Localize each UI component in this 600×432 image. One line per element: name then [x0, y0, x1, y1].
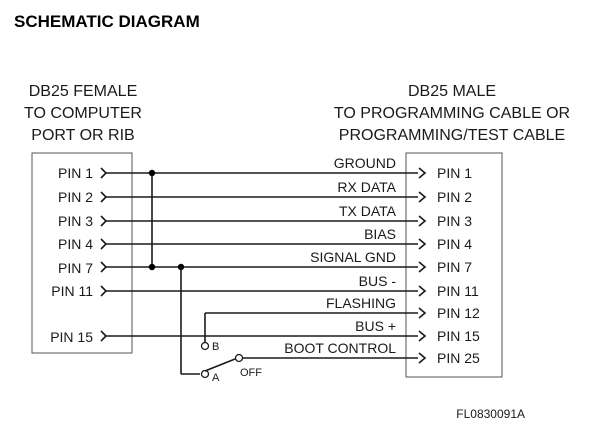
switch-label-off: OFF — [240, 367, 262, 379]
left-pin-3-label: PIN 3 — [58, 213, 93, 229]
left-header-line-1: DB25 FEMALE — [29, 83, 137, 100]
right-pin-11-contact — [418, 285, 427, 297]
signal-bias-label: BIAS — [364, 226, 396, 242]
db25-male-connector — [405, 152, 503, 378]
right-header-line-3: PROGRAMMING/TEST CABLE — [339, 127, 565, 144]
left-pin-1-label: PIN 1 — [58, 165, 93, 181]
signal-signal-gnd-label: SIGNAL GND — [310, 249, 396, 265]
switch-label-a: A — [212, 372, 220, 384]
diagram-title: SCHEMATIC DIAGRAM — [14, 12, 200, 31]
right-pin-11-label: PIN 11 — [437, 283, 479, 299]
junction-ground-pin1 — [148, 169, 156, 177]
right-pin-1-label: PIN 1 — [437, 165, 472, 181]
left-pin-3-contact — [100, 215, 108, 227]
left-pin-2-label: PIN 2 — [58, 189, 93, 205]
left-header-line-3: PORT OR RIB — [31, 127, 134, 144]
left-pin-4-contact — [100, 238, 108, 250]
left-header-line-2: TO COMPUTER — [24, 105, 142, 122]
right-pin-15-label: PIN 15 — [437, 328, 480, 344]
signal-bus-plus-label: BUS + — [355, 318, 396, 334]
left-pin-7-contact — [100, 261, 108, 273]
left-pin-7-label: PIN 7 — [58, 260, 93, 276]
left-pin-15-contact — [100, 330, 108, 342]
left-pin-11-label: PIN 11 — [51, 283, 93, 299]
junction-ground-pin7 — [148, 263, 156, 271]
db25-female-connector — [31, 152, 133, 354]
right-pin-7-contact — [418, 261, 427, 273]
right-pin-25-label: PIN 25 — [437, 350, 480, 366]
left-pin-1-contact — [100, 167, 108, 179]
right-pin-7-label: PIN 7 — [437, 259, 472, 275]
right-pin-1-contact — [418, 167, 427, 179]
left-pin-2-contact — [100, 191, 108, 203]
signal-tx-data-label: TX DATA — [339, 203, 397, 219]
left-pin-4-label: PIN 4 — [58, 236, 93, 252]
right-pin-3-contact — [418, 215, 427, 227]
right-header-line-1: DB25 MALE — [408, 83, 496, 100]
right-pin-4-contact — [418, 238, 427, 250]
figure-code: FL0830091A — [456, 407, 525, 421]
right-pin-3-label: PIN 3 — [437, 213, 472, 229]
switch-contact-a — [200, 369, 210, 379]
right-pin-4-label: PIN 4 — [437, 236, 472, 252]
switch-blade — [204, 358, 236, 372]
left-pin-11-contact — [100, 285, 108, 297]
left-pin-15-label: PIN 15 — [50, 329, 93, 345]
switch-label-b: B — [212, 341, 219, 353]
right-pin-25-contact — [418, 352, 427, 364]
right-pin-2-contact — [418, 191, 427, 203]
signal-flashing-label: FLASHING — [326, 295, 396, 311]
right-header-line-2: TO PROGRAMMING CABLE OR — [334, 105, 570, 122]
signal-rx-data-label: RX DATA — [337, 179, 396, 195]
switch-contact-b — [200, 341, 210, 351]
right-pin-2-label: PIN 2 — [437, 189, 472, 205]
right-pin-12-contact — [418, 307, 427, 319]
right-pin-12-label: PIN 12 — [437, 305, 480, 321]
switch-contact-off — [234, 353, 244, 363]
signal-ground-label: GROUND — [334, 155, 396, 171]
signal-bus-minus-label: BUS - — [359, 273, 397, 289]
signal-boot-control-label: BOOT CONTROL — [284, 340, 396, 356]
right-pin-15-contact — [418, 330, 427, 342]
